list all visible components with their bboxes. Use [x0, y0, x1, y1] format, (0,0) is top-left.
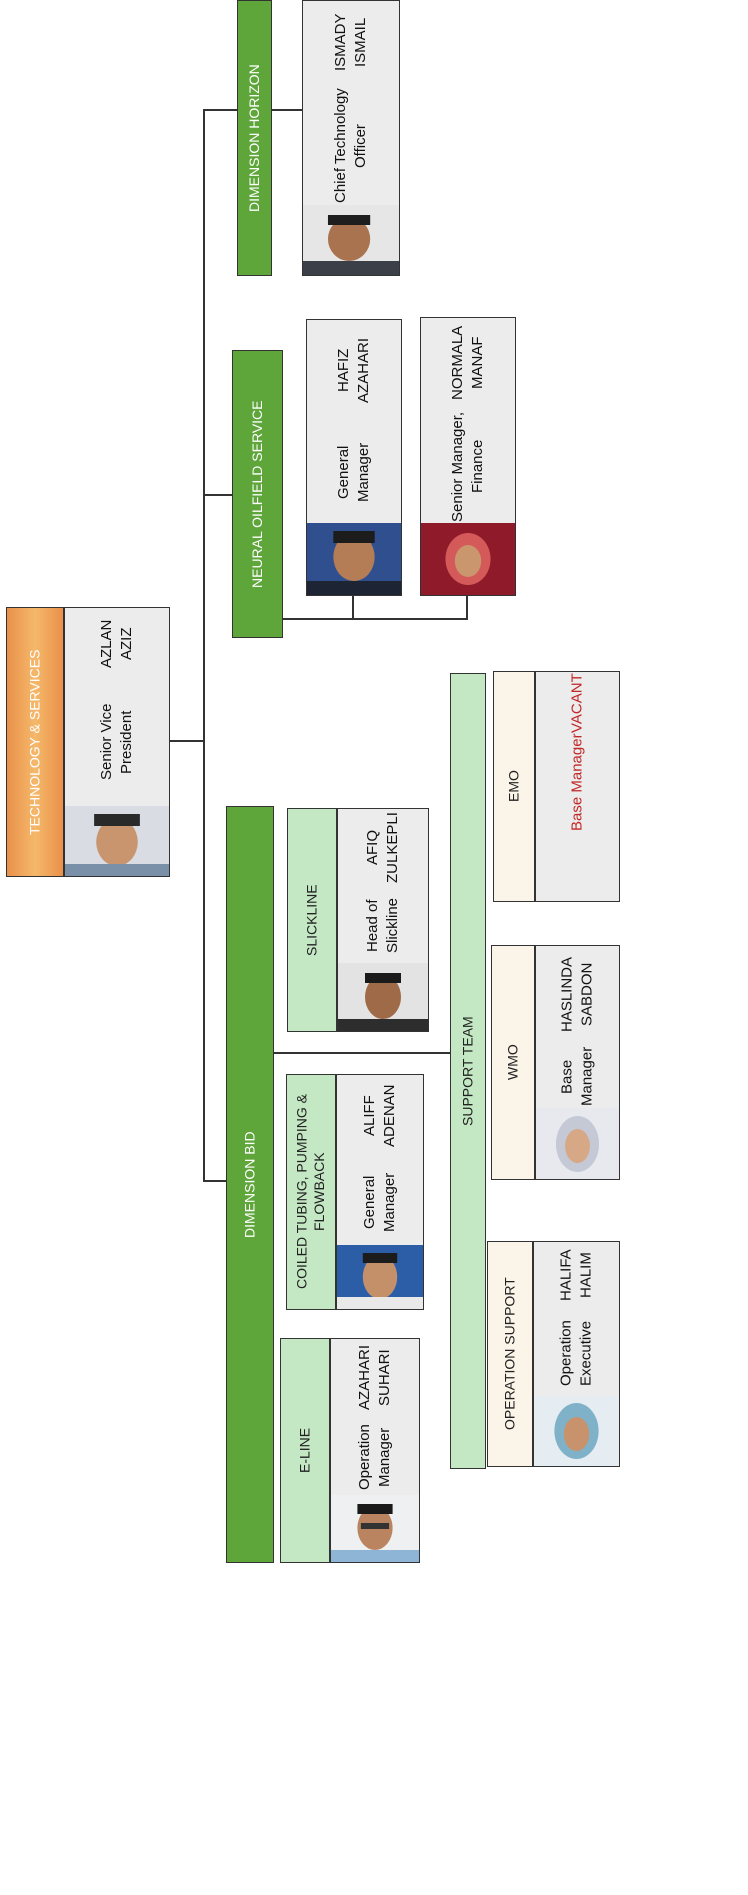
coiled-tubing-header: COILED TUBING, PUMPING & FLOWBACK [286, 1074, 336, 1310]
coiled-tubing-card: General Manager ALIFF ADENAN [336, 1074, 424, 1310]
svp-role: Senior Vice President [97, 703, 135, 781]
operation-support-title: OPERATION SUPPORT [501, 1277, 518, 1431]
e-line-photo [331, 1495, 419, 1562]
svp-text: Senior Vice President AZLAN AZIZ [65, 608, 169, 804]
slickline-card: Head of Slickline AFIQ ZULKEPLI [337, 808, 429, 1032]
operation-support-photo [534, 1396, 619, 1466]
connector-horizon-to-cto [272, 109, 302, 111]
emo-title: EMO [505, 770, 522, 803]
neural-gm-text: General Manager HAFIZ AZAHARI [307, 320, 401, 525]
coiled-tubing-text: General Manager ALIFF ADENAN [337, 1075, 423, 1247]
operation-support-text: Operation Executive HALIFA HALIM [534, 1242, 619, 1398]
emo-header: EMO [493, 671, 535, 902]
slickline-role: Head of Slickline [363, 898, 401, 954]
cto-name: ISMADY ISMAIL [331, 13, 369, 72]
cto-photo [303, 205, 399, 275]
wmo-name: HASLINDA SABDON [558, 957, 596, 1033]
e-line-title: E-LINE [296, 1427, 313, 1474]
slickline-name: AFIQ ZULKEPLI [363, 812, 401, 884]
neural-gm-name: HAFIZ AZAHARI [334, 337, 372, 403]
neural-oilfield-header: NEURAL OILFIELD SERVICE [232, 350, 283, 638]
connector-bid-branch [274, 1052, 456, 1054]
neural-oilfield-title: NEURAL OILFIELD SERVICE [248, 400, 265, 588]
e-line-name: AZAHARI SUHARI [355, 1345, 393, 1411]
neural-gm-card: General Manager HAFIZ AZAHARI [306, 319, 402, 596]
operation-support-name: HALIFA HALIM [557, 1249, 595, 1302]
technology-services-title: TECHNOLOGY & SERVICES [26, 649, 43, 835]
connector-neural-fin [466, 596, 468, 620]
e-line-card: Operation Manager AZAHARI SUHARI [330, 1338, 420, 1563]
dimension-bid-title: DIMENSION BID [241, 1131, 258, 1238]
slickline-text: Head of Slickline AFIQ ZULKEPLI [338, 809, 428, 965]
operation-support-header: OPERATION SUPPORT [487, 1241, 533, 1467]
connector-to-neural [203, 494, 232, 496]
coiled-tubing-role: General Manager [360, 1172, 398, 1232]
wmo-title: WMO [504, 1044, 521, 1081]
slickline-title: SLICKLINE [303, 884, 320, 956]
svp-card: Senior Vice President AZLAN AZIZ [64, 607, 170, 877]
neural-finance-text: Senior Manager, Finance NORMALA MANAF [421, 318, 515, 525]
e-line-header: E-LINE [280, 1338, 330, 1563]
neural-finance-name: NORMALA MANAF [448, 326, 486, 401]
dimension-bid-header: DIMENSION BID [226, 806, 274, 1563]
wmo-photo [536, 1108, 619, 1179]
coiled-tubing-name: ALIFF ADENAN [360, 1084, 398, 1148]
connector-to-horizon [203, 109, 237, 111]
neural-gm-photo [307, 523, 401, 595]
coiled-tubing-photo [337, 1245, 423, 1309]
slickline-header: SLICKLINE [287, 808, 337, 1032]
wmo-role: Base Manager [558, 1046, 596, 1107]
connector-svp-to-trunk [170, 740, 204, 742]
operation-support-role: Operation Executive [557, 1320, 595, 1387]
dimension-horizon-title: DIMENSION HORIZON [245, 64, 262, 212]
emo-card: Base Manager VACANT [535, 671, 620, 902]
neural-finance-photo [421, 523, 515, 595]
support-team-title: SUPPORT TEAM [459, 1016, 476, 1126]
neural-gm-role: General Manager [334, 443, 372, 503]
neural-finance-role: Senior Manager, Finance [448, 411, 486, 522]
connector-to-bid [203, 1180, 231, 1182]
wmo-text: Base Manager HASLINDA SABDON [536, 946, 619, 1110]
support-team-header: SUPPORT TEAM [450, 673, 486, 1469]
svp-photo [65, 806, 169, 876]
cto-role: Chief Technology Officer [331, 88, 369, 204]
slickline-photo [338, 963, 428, 1031]
wmo-header: WMO [491, 945, 535, 1180]
emo-name: VACANT [568, 673, 586, 734]
svp-name: AZLAN AZIZ [97, 619, 135, 669]
technology-services-header: TECHNOLOGY & SERVICES [6, 607, 64, 877]
e-line-role: Operation Manager [355, 1424, 393, 1490]
cto-text: Chief Technology Officer ISMADY ISMAIL [303, 1, 399, 207]
operation-support-card: Operation Executive HALIFA HALIM [533, 1241, 620, 1467]
e-line-text: Operation Manager AZAHARI SUHARI [331, 1339, 419, 1497]
emo-role: Base Manager [568, 733, 586, 831]
connector-neural-branch [283, 618, 468, 620]
wmo-card: Base Manager HASLINDA SABDON [535, 945, 620, 1180]
cto-card: Chief Technology Officer ISMADY ISMAIL [302, 0, 400, 276]
emo-text: Base Manager VACANT [536, 672, 619, 832]
coiled-tubing-title: COILED TUBING, PUMPING & FLOWBACK [293, 1094, 328, 1290]
dimension-horizon-header: DIMENSION HORIZON [237, 0, 272, 276]
connector-trunk [203, 109, 205, 1182]
neural-finance-card: Senior Manager, Finance NORMALA MANAF [420, 317, 516, 596]
connector-neural-gm [352, 596, 354, 620]
